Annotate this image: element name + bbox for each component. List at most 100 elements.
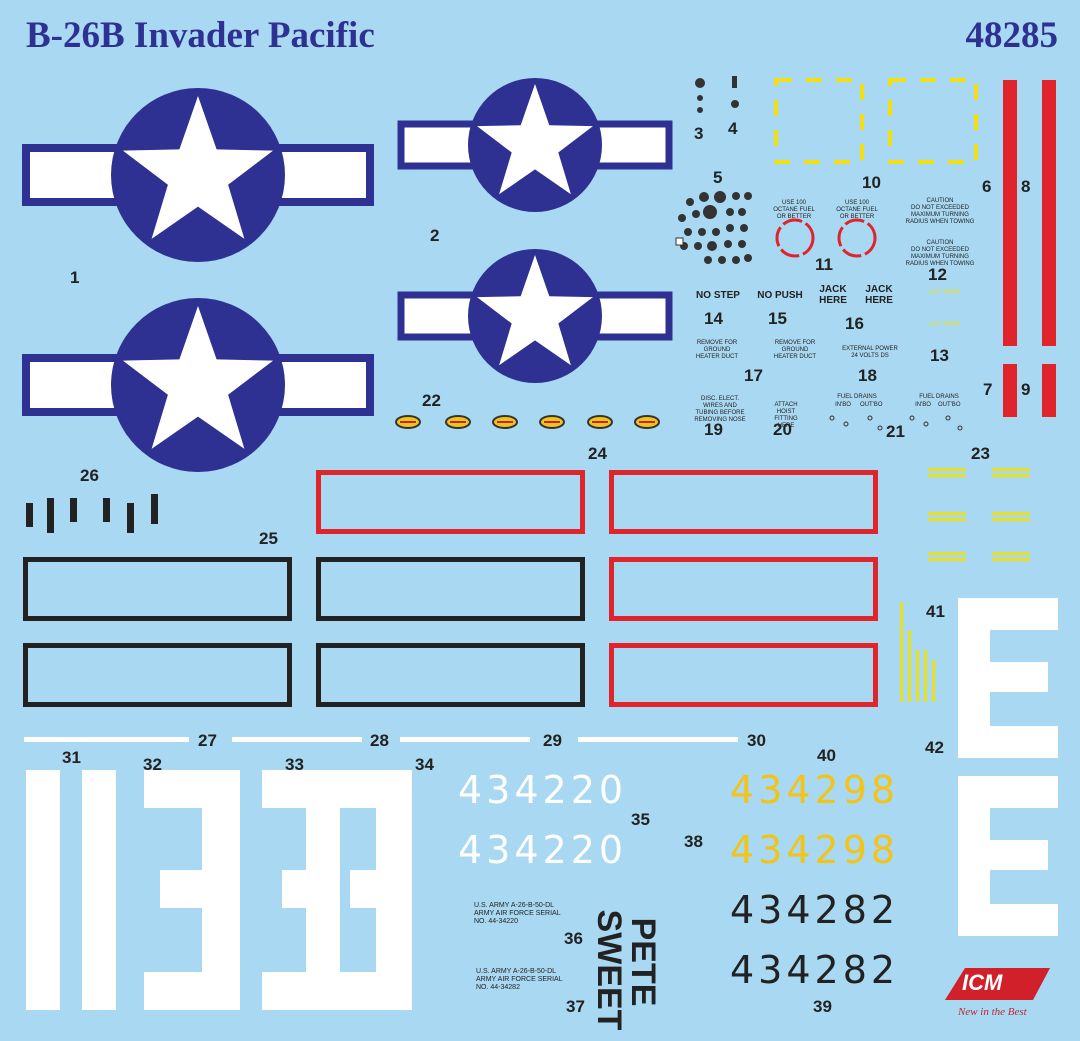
stencil-external-power: EXTERNAL POWER 24 VOLTS DS [842, 346, 898, 359]
stencil-remove-heater-2: REMOVE FOR GROUND HEATER DUCT [773, 340, 817, 360]
decal-number-41: 41 [926, 602, 945, 621]
decal-number-22: 22 [422, 391, 441, 410]
insignia-2b [401, 249, 669, 383]
decal-number-21: 21 [886, 422, 905, 441]
decal-number-13: 13 [930, 346, 949, 365]
decal-number-23: 23 [971, 444, 990, 463]
serial-white-2: 434220 [458, 828, 628, 872]
product-code: 48285 [965, 15, 1059, 56]
decal-number-16: 16 [845, 314, 864, 333]
instrument-panel-dials [675, 191, 752, 264]
decal-number-24: 24 [588, 444, 607, 463]
stencil-no-push: NO PUSH [757, 290, 803, 301]
stripe-6 [1003, 80, 1017, 346]
serial-white-1: 434220 [458, 768, 628, 812]
tail-number-digits [26, 770, 412, 1010]
data-37-line1: U.S. ARMY A-26-B-50-DL [476, 968, 557, 975]
decal-number-31: 31 [62, 748, 81, 767]
serial-black-2: 434282 [730, 948, 900, 992]
decal-number-6: 6 [982, 177, 992, 196]
decal-number-36: 36 [564, 929, 583, 948]
panel-red-3 [609, 557, 878, 621]
decal-number-8: 8 [1021, 177, 1031, 196]
decal-number-32: 32 [143, 755, 162, 774]
panel-black-1 [23, 557, 292, 621]
decal-number-11: 11 [815, 255, 833, 274]
decal-number-39: 39 [813, 997, 832, 1016]
decal-number-14: 14 [704, 309, 723, 328]
decal-number-38: 38 [684, 832, 703, 851]
nose-art-pete: PETE [624, 917, 662, 1007]
insignia-2a [401, 78, 669, 212]
decal-number-2: 2 [430, 226, 440, 245]
letter-e-upper [958, 598, 1058, 758]
decal-number-35: 35 [631, 810, 650, 829]
walkway-lines [24, 737, 738, 742]
decal-number-3: 3 [694, 124, 704, 143]
icm-logo-slogan: New in the Best [958, 1006, 1027, 1018]
decal-number-33: 33 [285, 755, 304, 774]
stencil-remove-heater-1: REMOVE FOR GROUND HEATER DUCT [695, 340, 739, 360]
decal-number-7: 7 [983, 380, 993, 399]
serial-yellow-1: 434298 [730, 768, 900, 812]
decal-number-25: 25 [259, 529, 278, 548]
stencil-fuel-drains-2: FUEL DRAINS [919, 394, 959, 400]
decal-number-37: 37 [566, 997, 585, 1016]
decal-number-20: 20 [773, 420, 792, 439]
panel-black-4 [316, 643, 585, 707]
oval-markings-22 [395, 415, 660, 429]
stencil-jack-here-2: JACK HERE [865, 284, 893, 306]
decal-number-29: 29 [543, 731, 562, 750]
decal-number-19: 19 [704, 420, 723, 439]
panel-red-2 [609, 470, 878, 534]
decal-number-42: 42 [925, 738, 944, 757]
dashed-panel-outlines [774, 78, 978, 164]
decal-number-17: 17 [744, 366, 763, 385]
decal-number-40: 40 [817, 746, 836, 765]
yellow-stencil-block-23 [928, 468, 1030, 561]
stripe-8 [1042, 80, 1056, 346]
decal-number-18: 18 [858, 366, 877, 385]
decal-number-10: 10 [862, 173, 881, 192]
decal-number-15: 15 [768, 309, 787, 328]
stripe-9 [1042, 364, 1056, 417]
fuel-ring-left [775, 218, 815, 258]
stencil-attach-hoist: ATTACH HOIST FITTING HERE [774, 402, 798, 429]
data-37-line2: ARMY AIR FORCE SERIAL NO. 44-34282 [476, 976, 563, 991]
instrument-dials-4 [731, 76, 739, 108]
decal-number-12: 12 [928, 265, 947, 284]
panel-black-2 [316, 557, 585, 621]
decal-number-30: 30 [747, 731, 766, 750]
stencil-inbo-2: IN'BO [915, 402, 931, 408]
decal-number-4: 4 [728, 119, 738, 138]
panel-red-4 [609, 643, 878, 707]
icm-logo-icon [945, 968, 1050, 1000]
panel-red-1 [316, 470, 585, 534]
letter-e-lower [958, 776, 1058, 936]
stencil-outbo-2: OUT'BO [938, 402, 961, 408]
stencil-octane-right: USE 100 OCTANE FUEL OR BETTER [836, 200, 878, 220]
data-block-37: U.S. ARMY A-26-B-50-DL ARMY AIR FORCE SE… [476, 968, 576, 992]
stencil-cut-here-1: CUT HERE [929, 290, 961, 296]
stencil-inbo-1: IN'BO [835, 402, 851, 408]
decal-number-26: 26 [80, 466, 99, 485]
stencil-jack-here-1: JACK HERE [819, 284, 847, 306]
data-block-36: U.S. ARMY A-26-B-50-DL ARMY AIR FORCE SE… [474, 902, 574, 926]
stencil-disc-elect: DISC. ELECT. WIRES AND TUBING BEFORE REM… [694, 396, 746, 423]
stencil-outbo-1: OUT'BO [860, 402, 883, 408]
decal-number-28: 28 [370, 731, 389, 750]
instrument-dials-3 [695, 78, 705, 113]
stripe-7 [1003, 364, 1017, 417]
icm-logo-text: ICM [962, 970, 1003, 995]
stencil-no-step: NO STEP [696, 290, 740, 301]
serial-yellow-2: 434298 [730, 828, 900, 872]
decal-number-27: 27 [198, 731, 217, 750]
sheet-title: B-26B Invader Pacific [26, 15, 375, 56]
yellow-stencil-block-41 [900, 602, 935, 702]
decal-number-1: 1 [70, 268, 80, 287]
stencil-fuel-drains-1: FUEL DRAINS [837, 394, 877, 400]
stencil-octane-left: USE 100 OCTANE FUEL OR BETTER [773, 200, 815, 220]
